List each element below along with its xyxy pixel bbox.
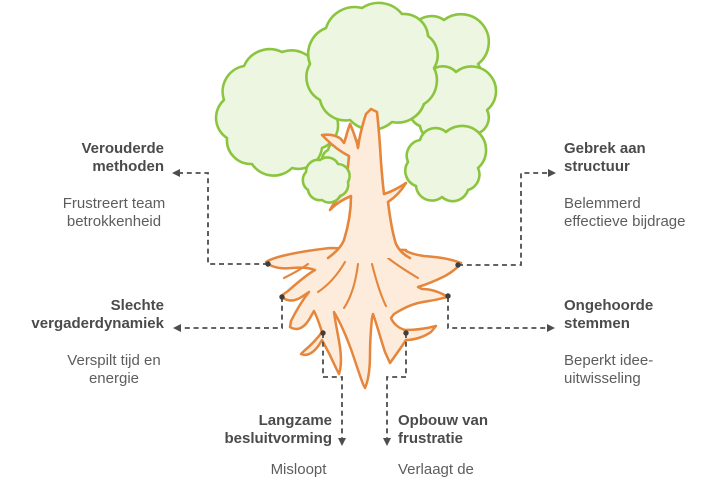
tree-foliage-front — [301, 124, 488, 204]
foliage-cloud-front-left — [301, 156, 351, 204]
foliage-cloud-front-right — [404, 124, 488, 203]
label-title-poor-meeting-dynamics: Slechte vergaderdynamiek — [31, 297, 164, 332]
root-anchor-dot — [279, 294, 285, 300]
label-description-lack-of-structure: Belemmerd effectieve bijdrage — [564, 195, 686, 230]
root-silhouette — [264, 246, 463, 390]
root-anchor-dot — [403, 330, 409, 336]
connector-slow-decision-making — [322, 333, 343, 440]
root-anchor-dot — [265, 261, 271, 267]
connector-poor-meeting-dynamics — [178, 297, 283, 329]
label-title-frustration-buildup: Opbouw van frustratie — [398, 412, 488, 447]
connector-frustration-buildup — [386, 333, 407, 440]
arrow-right-icon — [548, 169, 556, 177]
label-description-outdated-methods: Frustreert team betrokkenheid — [62, 195, 166, 230]
label-title-lack-of-structure: Gebrek aan structuur — [564, 140, 646, 175]
label-description-frustration-buildup: Verlaagt de — [398, 461, 474, 478]
trunk-fill — [322, 109, 410, 258]
root-anchor-dot — [445, 293, 451, 299]
arrow-down-icon — [383, 438, 391, 446]
label-title-unheard-voices: Ongehoorde stemmen — [564, 297, 654, 332]
root-anchor-dot — [320, 330, 326, 336]
connector-outdated-methods — [177, 172, 268, 265]
connector-unheard-voices — [447, 297, 550, 329]
root-anchor-dot — [455, 262, 461, 268]
connector-dots — [265, 261, 461, 336]
connectors — [172, 169, 556, 446]
label-description-poor-meeting-dynamics: Verspilt tijd en energie — [67, 352, 161, 387]
trunk-outline — [320, 107, 412, 260]
label-title-outdated-methods: Verouderde methoden — [81, 140, 164, 175]
label-description-unheard-voices: Beperkt idee-uitwisseling — [564, 352, 654, 387]
arrow-right-icon — [547, 324, 555, 332]
connector-lack-of-structure — [458, 172, 551, 266]
arrow-left-icon — [173, 324, 181, 332]
arrow-left-icon — [172, 169, 180, 177]
tree-foliage — [214, 1, 498, 184]
arrow-down-icon — [338, 438, 346, 446]
foliage-cloud-top-center — [305, 1, 439, 131]
root-texture-lines — [282, 256, 420, 310]
label-title-slow-decision-making: Langzame besluitvorming — [224, 412, 332, 447]
tree-roots — [264, 246, 463, 390]
label-description-slow-decision-making: Misloopt — [270, 461, 327, 478]
tree-trunk — [320, 107, 412, 260]
